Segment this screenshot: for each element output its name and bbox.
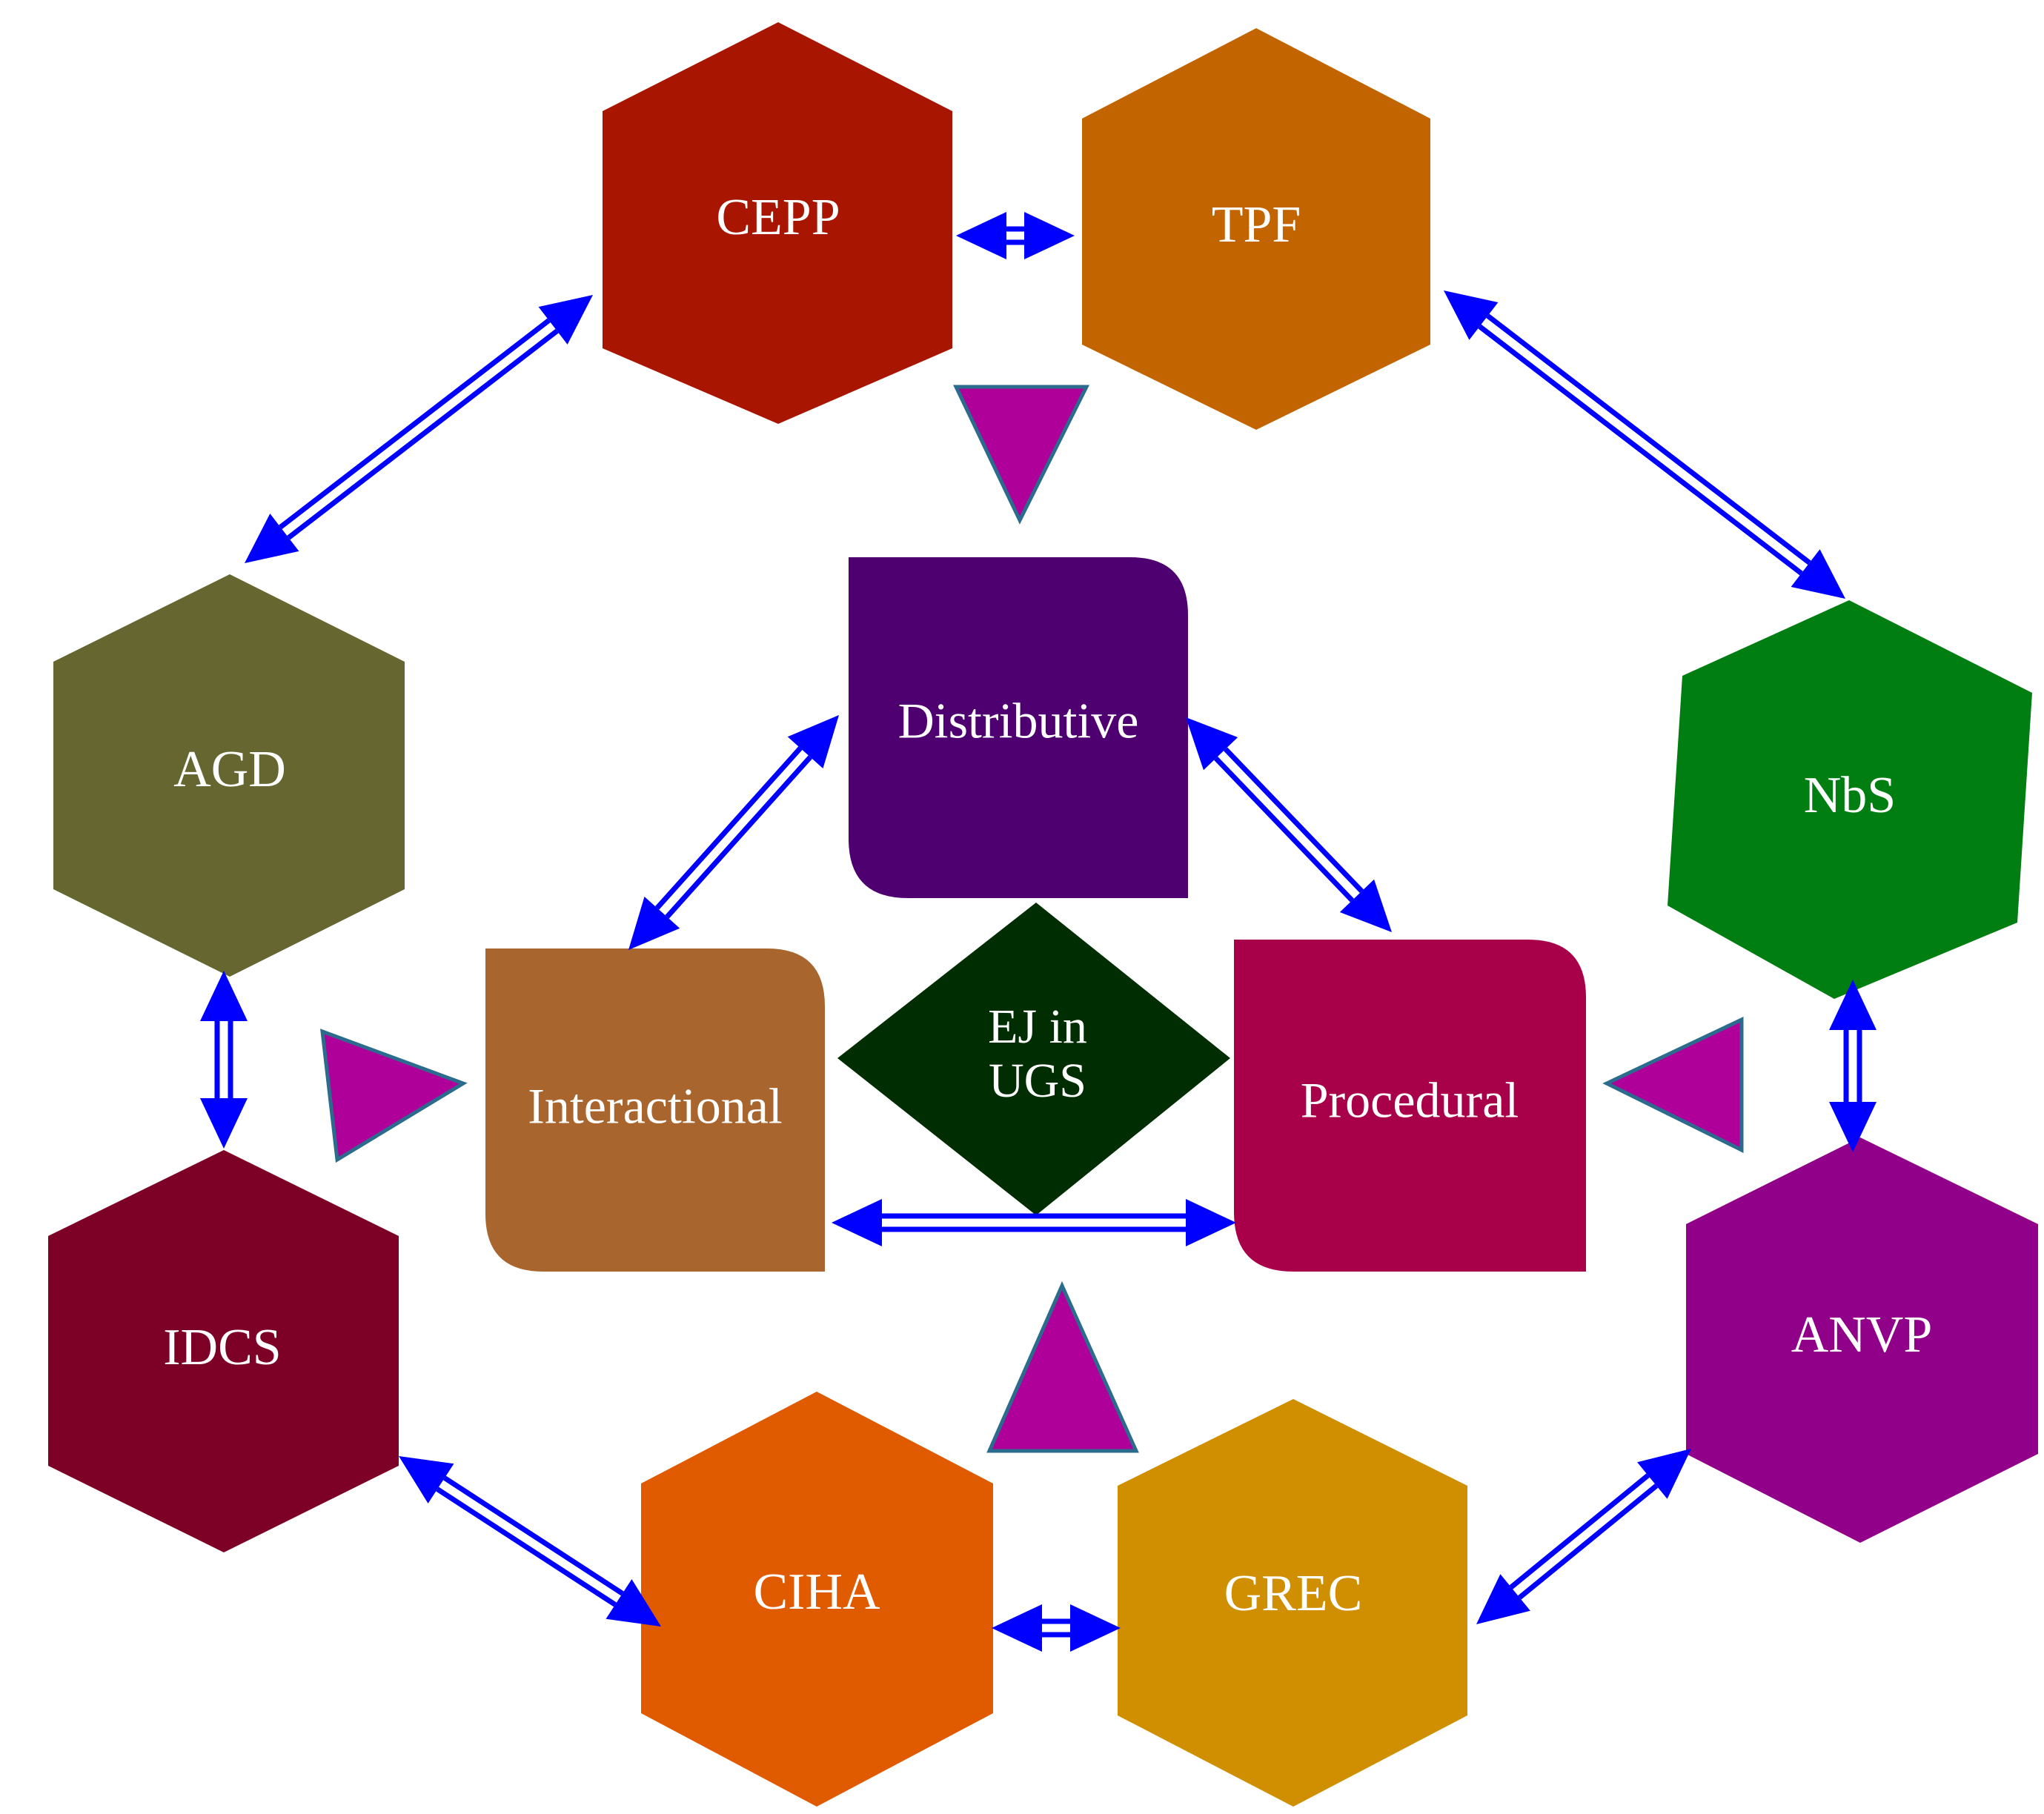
arrow-distributive-procedural bbox=[1186, 717, 1392, 932]
hexagon-idcs: IDCS bbox=[48, 1150, 399, 1552]
box-interactional: Interactional bbox=[485, 948, 825, 1272]
center-diamond: EJ in UGS bbox=[837, 903, 1230, 1215]
arrow-head bbox=[1070, 1604, 1121, 1652]
arrow-head bbox=[1444, 290, 1499, 340]
arrow-shaft bbox=[436, 1486, 617, 1607]
arrow-idcs-ciha bbox=[399, 1456, 661, 1627]
hexagon-cepp-shape bbox=[603, 22, 952, 424]
hexagon-nbs-label: NbS bbox=[1804, 767, 1896, 824]
hexagon-idcs-shape bbox=[48, 1150, 399, 1552]
arrow-shaft bbox=[1224, 747, 1364, 894]
arrow-shaft bbox=[1486, 313, 1811, 565]
arrow-shaft bbox=[1518, 1484, 1659, 1600]
triangle-right bbox=[1602, 1017, 1744, 1154]
box-interactional-shape bbox=[485, 948, 825, 1272]
center-diamond-shape bbox=[837, 903, 1230, 1215]
arrow-interactional-procedural bbox=[832, 1199, 1236, 1246]
arrow-head bbox=[1829, 980, 1877, 1030]
box-interactional-label: Interactional bbox=[528, 1078, 783, 1134]
arrow-head bbox=[1637, 1449, 1691, 1499]
center-label-line2: UGS bbox=[989, 1054, 1086, 1108]
arrow-head bbox=[992, 1604, 1042, 1652]
arrow-shaft bbox=[443, 1475, 624, 1596]
arrow-head bbox=[1476, 1574, 1530, 1624]
arrow-nbs-anvp bbox=[1829, 980, 1877, 1152]
arrow-head bbox=[245, 514, 299, 563]
arrow-head bbox=[1339, 879, 1392, 932]
arrow-shaft bbox=[1509, 1473, 1650, 1589]
arrow-head bbox=[538, 295, 593, 345]
hexagon-agd: AGD bbox=[53, 574, 405, 977]
box-procedural: Procedural bbox=[1234, 940, 1586, 1272]
hexagon-tpf-shape bbox=[1082, 28, 1430, 430]
arrow-head bbox=[1829, 1102, 1877, 1152]
arrow-shaft bbox=[655, 746, 803, 910]
arrow-head bbox=[605, 1579, 661, 1627]
box-distributive-shape bbox=[849, 557, 1188, 898]
arrow-cepp-tpf bbox=[956, 212, 1075, 259]
box-distributive-label: Distributive bbox=[898, 693, 1139, 749]
triangle-left bbox=[320, 1029, 468, 1163]
arrow-head bbox=[956, 212, 1006, 259]
hexagon-agd-shape bbox=[53, 574, 405, 977]
arrow-shaft bbox=[279, 318, 551, 530]
hexagon-anvp-shape bbox=[1686, 1137, 2038, 1543]
arrow-ciha-grec bbox=[992, 1604, 1121, 1652]
hexagon-ciha-label: CIHA bbox=[753, 1564, 880, 1621]
hexagon-nbs: NbS bbox=[1668, 600, 2032, 999]
hexagon-ciha-shape bbox=[641, 1392, 993, 1807]
arrow-head bbox=[200, 971, 248, 1021]
arrow-tpf-nbs bbox=[1444, 290, 1845, 599]
arrow-distributive-interactional bbox=[628, 715, 839, 950]
arrow-head bbox=[1186, 717, 1238, 771]
box-procedural-shape bbox=[1234, 940, 1586, 1272]
hexagon-agd-label: AGD bbox=[173, 741, 286, 798]
hexagon-idcs-label: IDCS bbox=[163, 1319, 281, 1376]
hexagon-tpf-label: TPF bbox=[1212, 196, 1301, 253]
box-procedural-label: Procedural bbox=[1301, 1072, 1519, 1129]
hexagon-grec-shape bbox=[1118, 1399, 1467, 1807]
arrow-head bbox=[832, 1199, 882, 1246]
hexagon-cepp: CEPP bbox=[603, 22, 952, 424]
center-label-line1: EJ in bbox=[988, 1000, 1087, 1054]
arrow-head bbox=[628, 897, 680, 950]
arrow-head bbox=[1186, 1199, 1236, 1246]
triangle-bottom bbox=[986, 1280, 1139, 1453]
triangle-markers bbox=[320, 385, 1744, 1453]
hexagon-ciha: CIHA bbox=[641, 1392, 993, 1807]
arrow-cepp-agd bbox=[245, 295, 593, 563]
arrow-agd-idcs bbox=[200, 971, 248, 1149]
arrow-shaft bbox=[1214, 756, 1354, 903]
arrow-shaft bbox=[665, 755, 812, 919]
arrow-head bbox=[1024, 212, 1075, 259]
arrow-head bbox=[200, 1098, 248, 1149]
box-distributive: Distributive bbox=[849, 557, 1188, 898]
arrow-head bbox=[399, 1456, 454, 1504]
arrow-head bbox=[1791, 549, 1845, 599]
arrow-head bbox=[787, 715, 839, 768]
arrow-grec-anvp bbox=[1476, 1449, 1691, 1624]
triangle-top bbox=[953, 385, 1090, 525]
arrow-shaft bbox=[1478, 324, 1803, 576]
hexagon-nbs-shape bbox=[1668, 600, 2032, 999]
hexagon-anvp: ANVP bbox=[1686, 1137, 2038, 1543]
hexagon-grec-label: GREC bbox=[1224, 1565, 1363, 1622]
hexagon-tpf: TPF bbox=[1082, 28, 1430, 430]
hexagon-cepp-label: CEPP bbox=[716, 189, 840, 246]
arrows bbox=[200, 212, 1877, 1652]
hexagon-anvp-label: ANVP bbox=[1791, 1306, 1933, 1363]
arrow-shaft bbox=[287, 328, 559, 540]
hexagon-grec: GREC bbox=[1118, 1399, 1467, 1807]
